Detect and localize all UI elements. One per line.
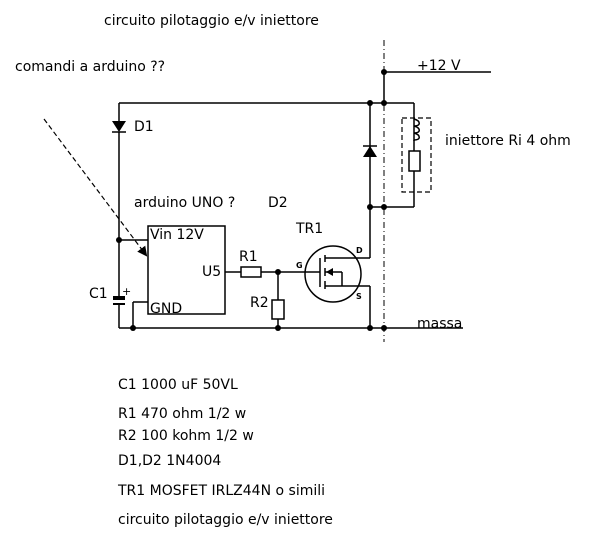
schematic-title: circuito pilotaggio e/v iniettore [104,13,319,29]
resistor-r2 [271,272,285,328]
parts-list: C1 1000 uF 50VL R1 470 ohm 1/2 w R2 100 … [117,377,333,528]
u5-label: U5 [202,264,221,280]
diode-d2 [363,145,377,157]
capacitor-c1 [113,296,125,328]
source-label: S [356,292,362,301]
d2-label: D2 [268,195,288,211]
r2-label: R2 [250,295,269,311]
parts-item: R1 470 ohm 1/2 w [118,406,246,422]
ground-rail [119,325,463,331]
gate-label: G [296,261,303,270]
vin-label: Vin 12V [150,227,204,243]
question-label: comandi a arduino ?? [15,59,165,75]
diode-d1 [112,103,126,297]
mosfet-tr1 [304,245,370,303]
supply-label: +12 V [417,58,461,74]
c1-label: C1 [89,286,108,302]
injector-label: iniettore Ri 4 ohm [445,133,571,149]
d1-label: D1 [134,119,154,135]
annotation-arrow [43,118,148,257]
drain-label: D [356,246,363,255]
arduino-label: arduino UNO ? [134,195,235,211]
vin-junction [116,237,122,243]
supply-rail [119,69,491,106]
ground-label: massa [417,316,462,332]
injector-wiring [367,103,415,210]
parts-item: D1,D2 1N4004 [118,453,221,469]
parts-item: C1 1000 uF 50VL [118,377,238,393]
tr1-label: TR1 [295,221,323,237]
parts-item: R2 100 kohm 1/2 w [118,428,254,444]
c1-polarity: + [122,285,131,298]
injector-symbol [401,117,432,193]
gnd-label: GND [150,301,182,317]
arduino-box [132,225,226,328]
r1-label: R1 [239,249,258,265]
parts-item: TR1 MOSFET IRLZ44N o simili [117,483,325,499]
parts-item: circuito pilotaggio e/v iniettore [118,512,333,528]
